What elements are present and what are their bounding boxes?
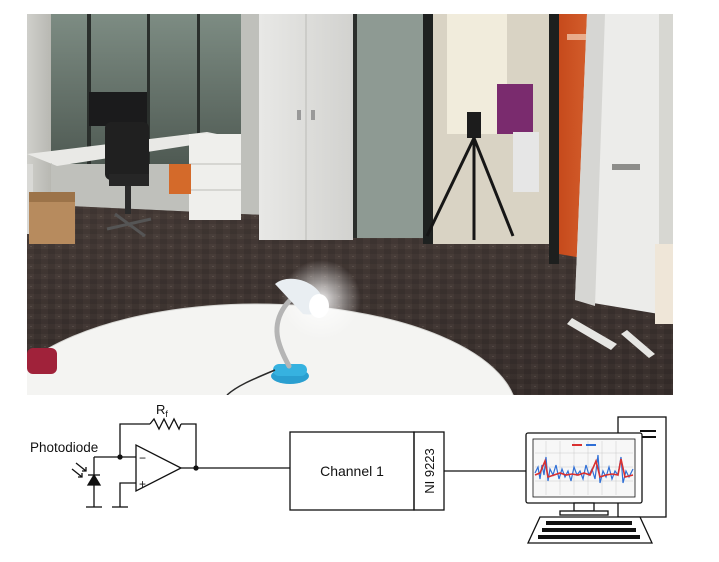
- channel-label: Channel 1: [320, 463, 384, 479]
- measurement-schematic: Photodiode Rf − + Channel 1 NI 9223: [0, 395, 719, 557]
- junction-dot: [117, 454, 123, 460]
- opamp-symbol: [135, 443, 183, 493]
- opamp-minus-label: −: [139, 451, 146, 465]
- daq-label: NI 9223: [422, 448, 437, 494]
- resistor-rf-symbol: [149, 417, 182, 431]
- output-junction-dot: [193, 465, 199, 471]
- photodiode-label: Photodiode: [30, 440, 98, 455]
- noninverting-input-wire: [119, 482, 136, 507]
- office-photo: [27, 14, 673, 395]
- opamp-plus-label: +: [139, 477, 146, 491]
- keyboard-keys: [538, 521, 640, 539]
- screen-signal-plot: [534, 441, 634, 495]
- resistor-label: Rf: [156, 402, 168, 419]
- feedback-loop: [119, 417, 197, 468]
- photodiode-symbol: [71, 457, 102, 508]
